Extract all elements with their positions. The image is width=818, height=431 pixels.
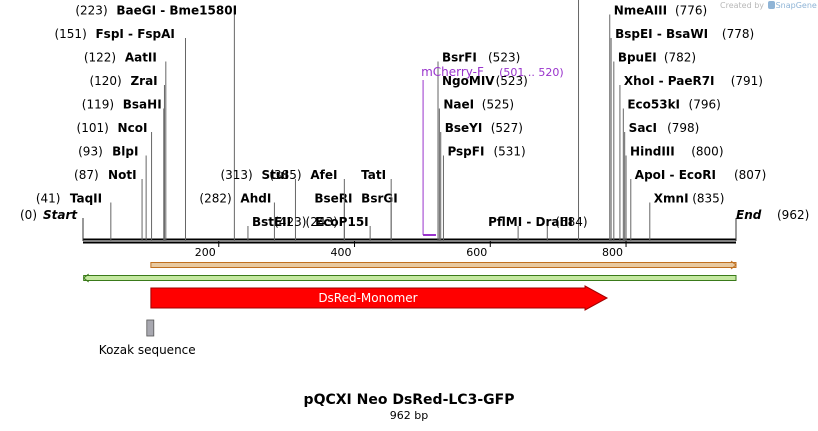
end-label-start: Start: [43, 208, 78, 222]
site-position: (776): [675, 4, 707, 18]
site-position: (41): [36, 192, 61, 206]
site-label: BseYI: [445, 121, 483, 135]
feature-bar: [83, 275, 737, 281]
site-label: NgoMIV: [442, 74, 495, 88]
site-position: (527): [491, 121, 523, 135]
site-position: (151): [54, 27, 86, 41]
scale-tick-label: 200: [195, 246, 216, 259]
site-label: BspEI - BsaWI: [615, 27, 708, 41]
site-position: (122): [84, 51, 116, 65]
site-label: BlpI: [112, 145, 138, 159]
site-label: NotI: [108, 168, 136, 182]
site-label: EcoP15I: [315, 215, 369, 229]
map-subtitle: 962 bp: [389, 409, 429, 422]
site-position: (101): [77, 121, 109, 135]
feature-arrowhead: [82, 273, 89, 283]
site-label: Eco53kI: [627, 98, 680, 112]
site-position: (791): [731, 74, 763, 88]
feature-label: DsRed-Monomer: [318, 291, 417, 305]
site-position: (119): [82, 98, 114, 112]
site-label: ZraI: [130, 74, 157, 88]
site-position: (523): [496, 74, 528, 88]
site-label: FspI - FspAI: [95, 27, 174, 41]
site-label: TatI: [361, 168, 386, 182]
scale-tick-label: 600: [466, 246, 487, 259]
site-position: (531): [493, 145, 525, 159]
site-position: (243): [306, 215, 338, 229]
site-position: (796): [689, 98, 721, 112]
site-label: AfeI: [310, 168, 337, 182]
feature-arrowhead: [730, 260, 737, 270]
site-label: NaeI: [443, 98, 474, 112]
site-label: ApoI - EcoRI: [635, 168, 716, 182]
site-label: PflMI - DraIII: [488, 215, 573, 229]
site-position: (423): [274, 215, 306, 229]
scale-tick-label: 400: [331, 246, 352, 259]
site-label: NmeAIII: [614, 4, 667, 18]
site-label: BstEII: [252, 215, 291, 229]
site-position: (525): [482, 98, 514, 112]
site-position: (782): [664, 51, 696, 65]
credit-brand: SnapGene: [775, 1, 817, 10]
feature-label: Kozak sequence: [99, 343, 196, 357]
site-label: AhdI: [240, 192, 271, 206]
end-label-end: End: [736, 208, 762, 222]
site-label: XhoI - PaeR7I: [624, 74, 715, 88]
site-position: (800): [691, 145, 723, 159]
credit-prefix: Created by: [720, 1, 765, 10]
site-position: (313): [220, 168, 252, 182]
site-label: BseRI: [314, 192, 352, 206]
site-label: BaeGI - Bme1580I: [116, 4, 237, 18]
feature-kozak-box: [146, 319, 155, 337]
feature-bar: [150, 262, 737, 268]
map-title: pQCXI Neo DsRed-LC3-GFP: [303, 392, 515, 408]
site-position: (778): [722, 27, 754, 41]
site-position: (282): [199, 192, 231, 206]
site-label: NcoI: [118, 121, 148, 135]
site-label: TaqII: [70, 192, 102, 206]
primer-range: (501 .. 520): [499, 66, 564, 79]
site-position: (385): [269, 168, 301, 182]
site-position: (807): [734, 168, 766, 182]
site-label: PspFI: [447, 145, 484, 159]
site-label: SacI: [629, 121, 657, 135]
site-position: (523): [488, 51, 520, 65]
snapgene-logo-icon: [767, 1, 775, 9]
site-position: (120): [89, 74, 121, 88]
site-label: StuI: [261, 168, 288, 182]
site-label: BsaHI: [123, 98, 162, 112]
site-position: (93): [78, 145, 103, 159]
site-position: (684): [555, 215, 587, 229]
site-position: (798): [667, 121, 699, 135]
site-label: BpuEI: [618, 51, 657, 65]
site-label: AatII: [125, 51, 157, 65]
site-position: (223): [75, 4, 107, 18]
site-label: XmnI: [654, 192, 689, 206]
site-label: BsrGI: [361, 192, 398, 206]
sequence-map: 200 400 600 800 (0) Start End (962) (41) TaqII (87…: [20, 0, 809, 357]
scale-tick-label: 800: [602, 246, 623, 259]
primer-label: mCherry-F: [421, 65, 484, 79]
site-position: (835): [692, 192, 724, 206]
site-label: BsrFI: [442, 51, 477, 65]
site-position: (87): [74, 168, 99, 182]
snapgene-credit: Created by SnapGene: [720, 1, 817, 10]
site-label: HindIII: [630, 145, 675, 159]
feature-dsred-monomer-arrow: [150, 285, 609, 311]
end-position: (0): [20, 208, 37, 222]
end-position: (962): [777, 208, 809, 222]
